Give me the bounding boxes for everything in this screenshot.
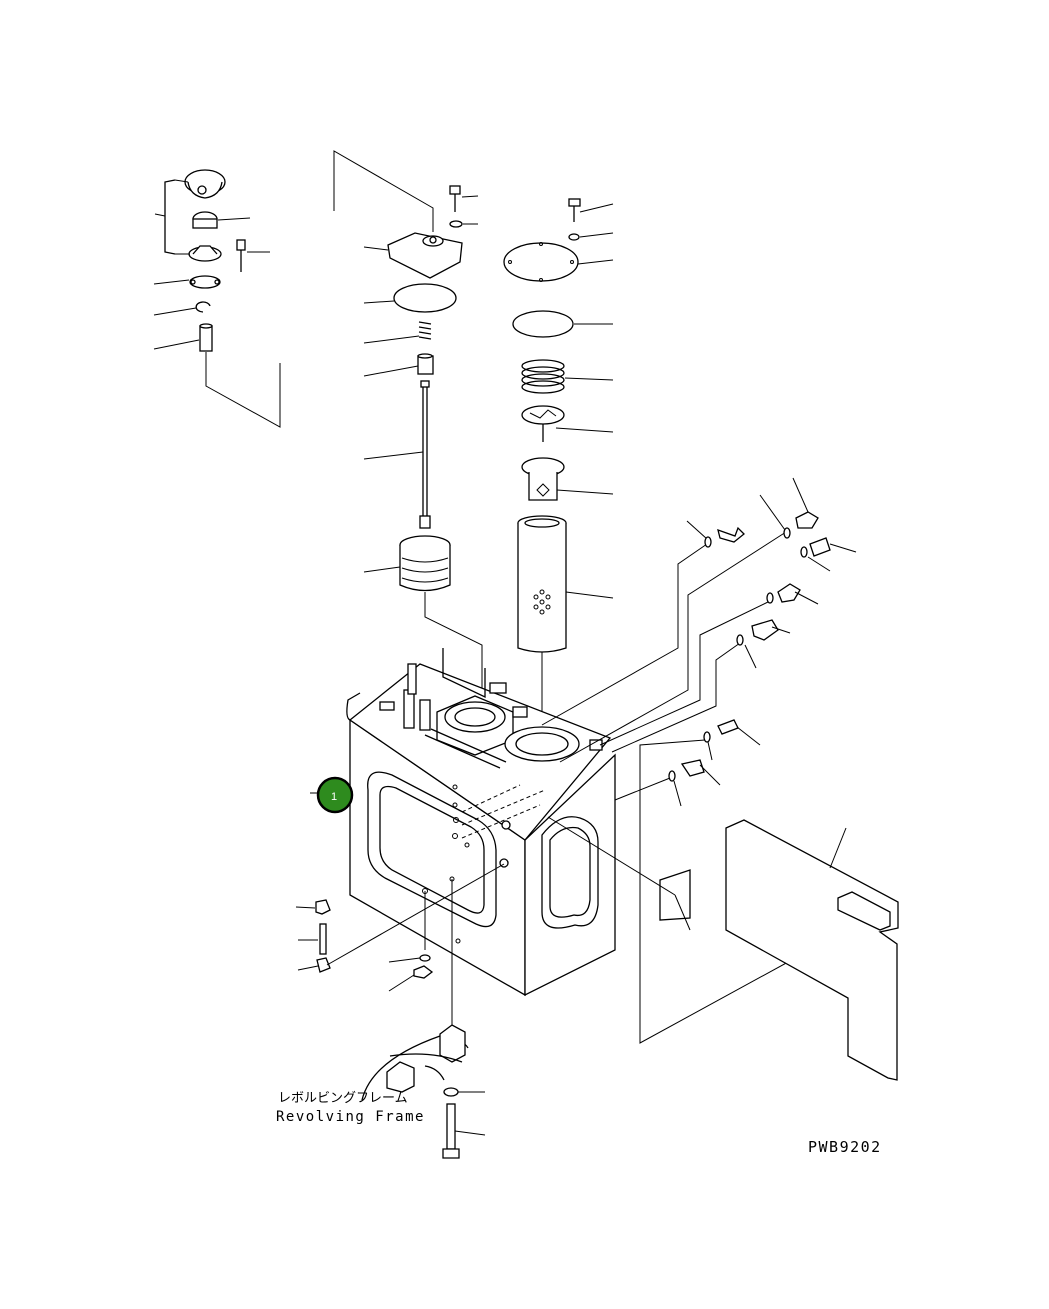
cover-plate [547, 816, 899, 1081]
strainer-cover-assembly [333, 150, 483, 697]
breather-assembly [153, 169, 281, 428]
callout-badge[interactable]: 1 [310, 776, 354, 814]
revolving-frame-label-en: Revolving Frame [276, 1109, 425, 1125]
filter-perforation [533, 589, 551, 615]
fittings-assembly [541, 477, 857, 1044]
callout-circle[interactable] [316, 776, 354, 814]
callout-number[interactable]: 1 [331, 791, 337, 803]
drawing-code: PWB9202 [808, 1138, 882, 1156]
return-filter-assembly [503, 198, 614, 725]
hydraulic-tank [346, 648, 616, 1030]
revolving-frame-fragment: レボルビングフレーム Revolving Frame [276, 1024, 486, 1159]
drain-assembly [295, 863, 505, 992]
revolving-frame-label-jp: レボルビングフレーム [278, 1091, 408, 1106]
